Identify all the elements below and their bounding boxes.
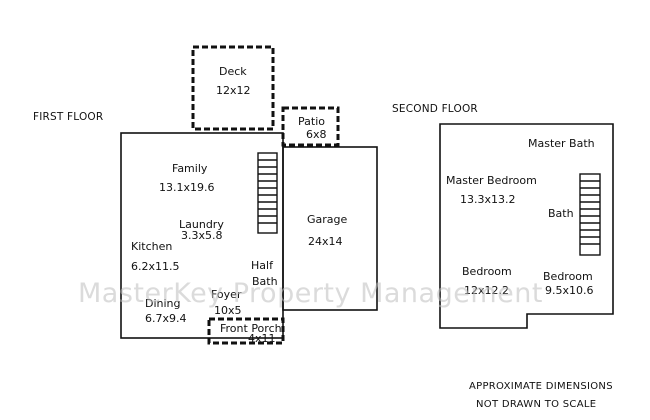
laundry-dimensions: 3.3x5.8 <box>181 229 223 242</box>
kitchen-dimensions: 6.2x11.5 <box>131 260 180 273</box>
patio-label: Patio <box>298 115 325 128</box>
family-dimensions: 13.1x19.6 <box>159 181 215 194</box>
half-bath-label-line1: Half <box>251 259 273 272</box>
deck-dimensions: 12x12 <box>216 84 251 97</box>
bedroom-2-dimensions: 9.5x10.6 <box>545 284 594 297</box>
second-floor-outline <box>439 123 614 329</box>
dining-dimensions: 6.7x9.4 <box>145 312 187 325</box>
bath-label: Bath <box>548 207 574 220</box>
foyer-dimensions: 10x5 <box>214 304 242 317</box>
second-floor-stairs <box>579 173 601 256</box>
front-porch-label: Front Porch <box>220 322 282 335</box>
garage-outline <box>282 146 378 311</box>
foyer-label: Foyer <box>211 288 242 301</box>
family-label: Family <box>172 162 208 175</box>
front-porch-dimensions: 4x11 <box>248 332 276 345</box>
garage-label: Garage <box>307 213 348 226</box>
approximate-dimensions-note: APPROXIMATE DIMENSIONS <box>469 381 613 392</box>
bedroom-1-dimensions: 12x12.2 <box>464 284 509 297</box>
garage-dimensions: 24x14 <box>308 235 343 248</box>
patio-dimensions: 6x8 <box>306 128 327 141</box>
bedroom-1-label: Bedroom <box>462 265 512 278</box>
master-bath-label: Master Bath <box>528 137 595 150</box>
first-floor-heading: FIRST FLOOR <box>33 111 104 123</box>
deck-outline <box>191 45 275 131</box>
first-floor-stairs <box>257 152 278 234</box>
deck-label: Deck <box>219 65 247 78</box>
master-bedroom-dimensions: 13.3x13.2 <box>460 193 516 206</box>
kitchen-label: Kitchen <box>131 240 173 253</box>
not-to-scale-note: NOT DRAWN TO SCALE <box>476 399 597 410</box>
front-porch-outline <box>207 317 285 345</box>
bedroom-2-label: Bedroom <box>543 270 593 283</box>
second-floor-heading: SECOND FLOOR <box>392 103 478 115</box>
master-bedroom-label: Master Bedroom <box>446 174 537 187</box>
dining-label: Dining <box>145 297 181 310</box>
watermark-text: MasterKey Property Management <box>78 278 543 309</box>
half-bath-label-line2: Bath <box>252 275 278 288</box>
laundry-label: Laundry <box>179 218 224 231</box>
patio-outline <box>281 106 340 147</box>
